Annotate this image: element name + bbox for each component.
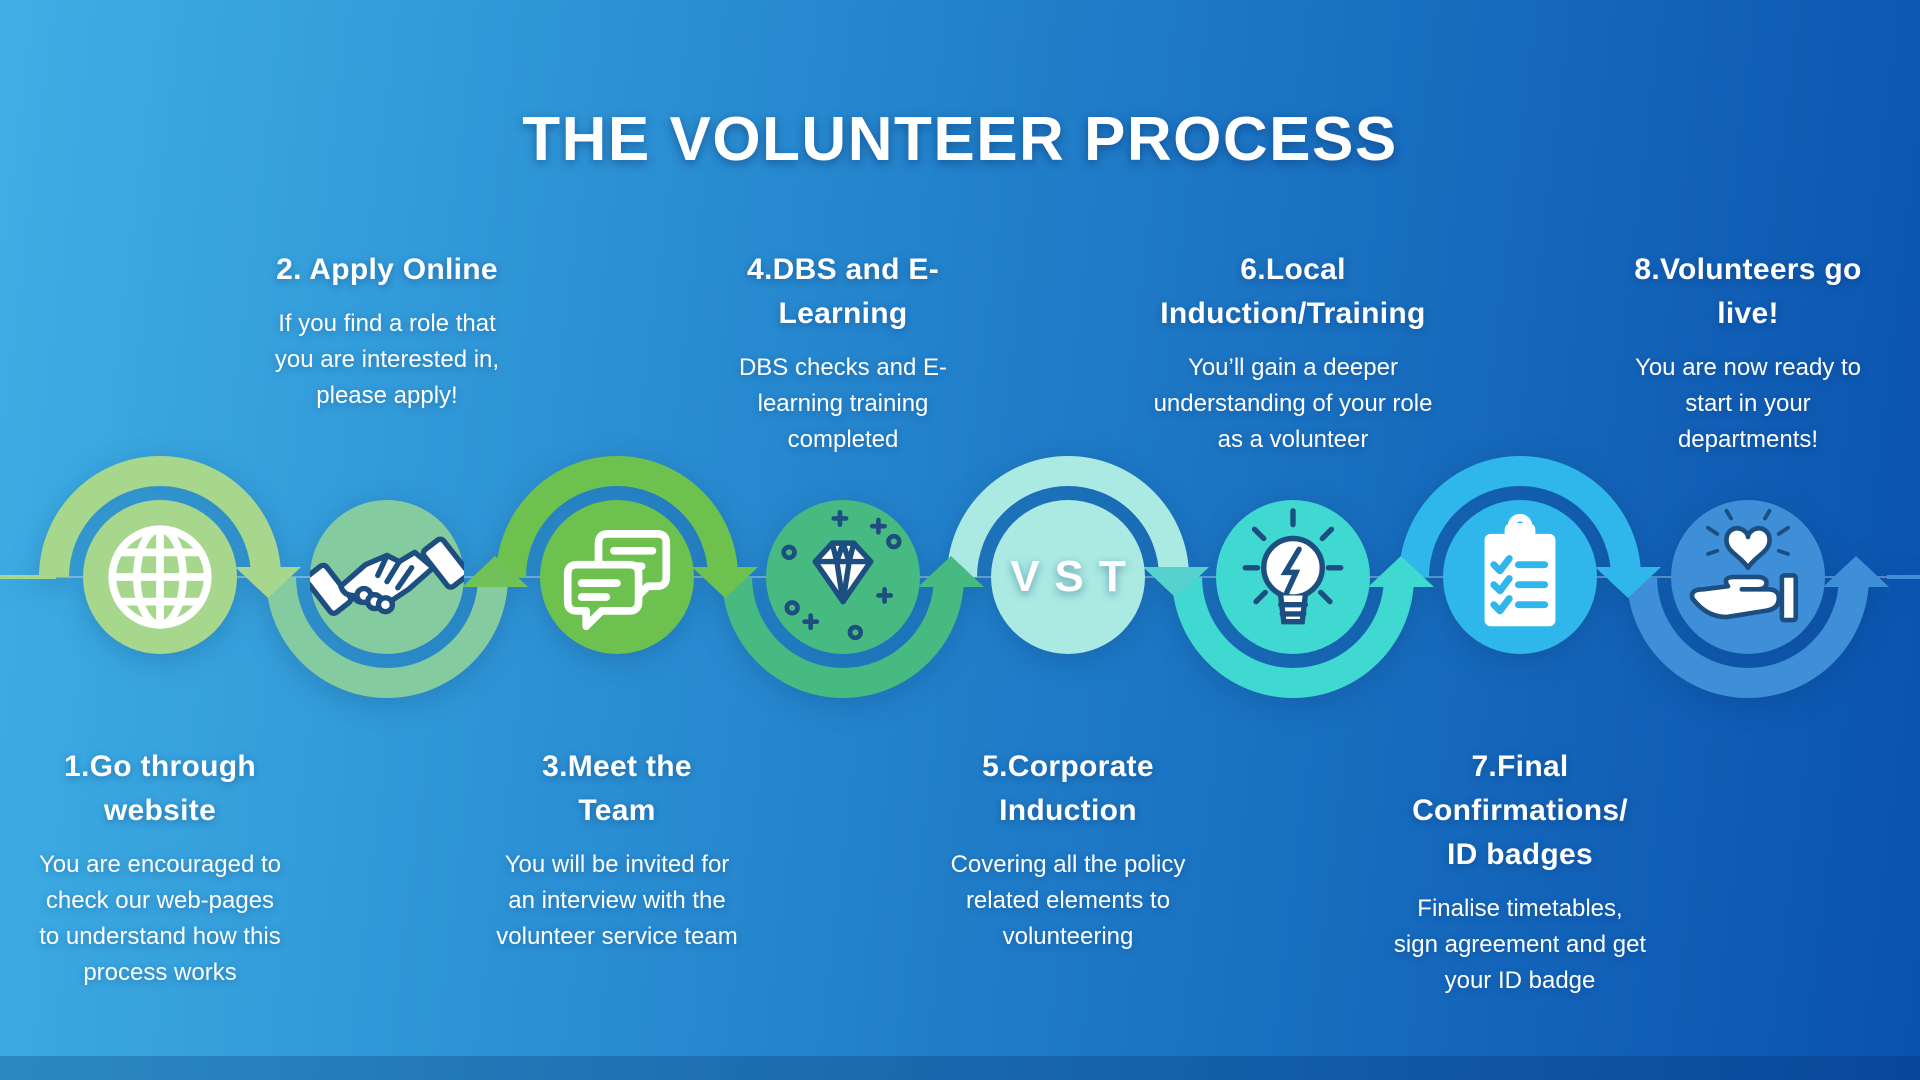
step-description: You’ll gain a deeper understanding of yo…: [1153, 354, 1433, 453]
handshake-icon: [310, 536, 464, 616]
flow-arrow-up-2: [462, 556, 528, 587]
step-8-icon-wrap: [1671, 500, 1825, 654]
step-5-icon-wrap: VST: [991, 500, 1145, 654]
step-4-icon-wrap: [766, 500, 920, 654]
step-7-icon-wrap: [1443, 500, 1597, 654]
step-1-label: 1.Go through website You are encouraged …: [0, 745, 360, 991]
step-4-label: 4.DBS and E- Learning DBS checks and E- …: [643, 248, 1043, 458]
step-5-label: 5.Corporate Induction Covering all the p…: [868, 745, 1268, 955]
flow-arrow-up-6: [1368, 556, 1434, 587]
step-description: DBS checks and E- learning training comp…: [738, 354, 948, 453]
step-description: If you find a role that you are interest…: [274, 310, 500, 409]
vst-badge-text: VST: [1010, 552, 1141, 601]
flow-arrow-down-7: [1595, 567, 1661, 598]
flow-arrow-down-5: [1143, 567, 1209, 598]
step-description: Finalise timetables, sign agreement and …: [1393, 895, 1647, 994]
bottom-shade-bar: [0, 1056, 1920, 1080]
step-title: 3.Meet the Team: [542, 750, 692, 827]
step-title: 2. Apply Online: [276, 253, 498, 286]
step-3-icon-wrap: [540, 500, 694, 654]
flow-arrow-up-4: [918, 556, 984, 587]
step-2-icon-wrap: [310, 500, 464, 654]
flow-arc-1: [39, 456, 281, 578]
step-title: 4.DBS and E- Learning: [747, 253, 939, 330]
flow-arc-8: [1627, 576, 1869, 698]
flow-arc-4: [722, 576, 964, 698]
flow-arrow-up-8: [1823, 556, 1889, 587]
step-title: 5.Corporate Induction: [982, 750, 1154, 827]
process-step-circle-5: [991, 500, 1145, 654]
clipboard-checklist-icon: [1484, 513, 1556, 627]
flow-arrow-down-3: [692, 567, 758, 598]
step-description: You will be invited for an interview wit…: [496, 851, 738, 950]
globe-icon: [108, 525, 212, 629]
page-title: THE VOLUNTEER PROCESS: [522, 104, 1398, 174]
flow-arc-2: [266, 576, 508, 698]
hand-heart-icon: [1689, 508, 1799, 623]
lightbulb-icon: [1242, 508, 1344, 625]
step-title: 1.Go through website: [64, 750, 256, 827]
flow-arc-6: [1172, 576, 1414, 698]
chat-bubbles-icon: [563, 530, 671, 631]
step-7-label: 7.Final Confirmations/ ID badges Finalis…: [1320, 745, 1720, 999]
step-1-icon-wrap: [83, 500, 237, 654]
flow-arc-5: [947, 456, 1189, 578]
step-6-label: 6.Local Induction/Training You’ll gain a…: [1093, 248, 1493, 458]
step-6-icon-wrap: [1216, 500, 1370, 654]
step-description: You are encouraged to check our web-page…: [39, 851, 281, 986]
step-3-label: 3.Meet the Team You will be invited for …: [417, 745, 817, 955]
diamond-icon: [781, 510, 902, 641]
step-description: Covering all the policy related elements…: [950, 851, 1186, 950]
step-2-label: 2. Apply Online If you find a role that …: [187, 248, 587, 414]
flow-arrow-down-1: [235, 567, 301, 598]
step-title: 8.Volunteers go live!: [1634, 253, 1862, 330]
step-8-label: 8.Volunteers go live! You are now ready …: [1548, 248, 1920, 458]
flow-arc-7: [1399, 456, 1641, 578]
flow-arc-3: [496, 456, 738, 578]
step-description: You are now ready to start in your depar…: [1635, 354, 1861, 453]
step-title: 7.Final Confirmations/ ID badges: [1412, 750, 1628, 871]
step-title: 6.Local Induction/Training: [1160, 253, 1426, 330]
process-flow-band: [0, 456, 1920, 698]
